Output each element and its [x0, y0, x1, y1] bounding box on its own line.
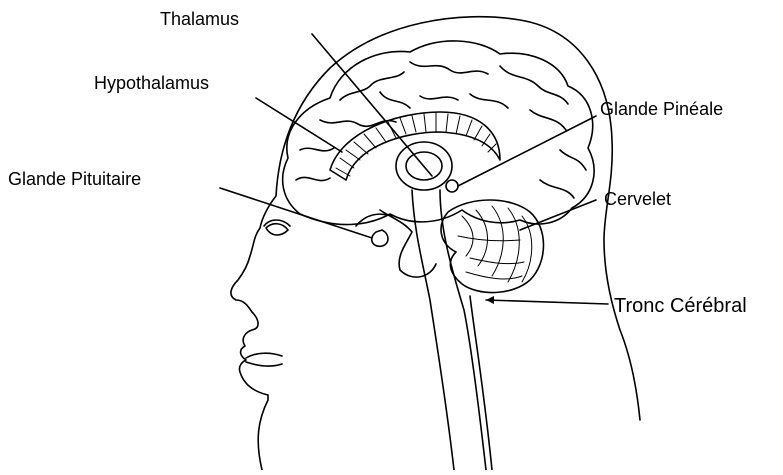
leader-brainstem — [486, 300, 608, 304]
pineal-shape — [446, 180, 458, 192]
pituitary-shape — [372, 230, 388, 246]
label-pineal: Glande Pinéale — [600, 100, 723, 118]
brainstem-shape — [412, 190, 454, 470]
leader-pineal — [458, 116, 596, 186]
leader-thalamus — [312, 34, 432, 176]
mouth — [246, 353, 282, 358]
leader-pituitary — [220, 188, 372, 238]
label-brainstem: Tronc Cérébral — [614, 296, 747, 316]
label-cerebellum: Cervelet — [604, 190, 671, 208]
label-pituitary: Glande Pituitaire — [8, 170, 141, 188]
leader-cerebellum — [520, 200, 596, 230]
label-thalamus: Thalamus — [160, 10, 239, 28]
head-outline — [231, 17, 640, 470]
eye — [266, 224, 288, 235]
leader-hypothalamus — [256, 98, 342, 152]
label-hypothalamus: Hypothalamus — [94, 74, 209, 92]
